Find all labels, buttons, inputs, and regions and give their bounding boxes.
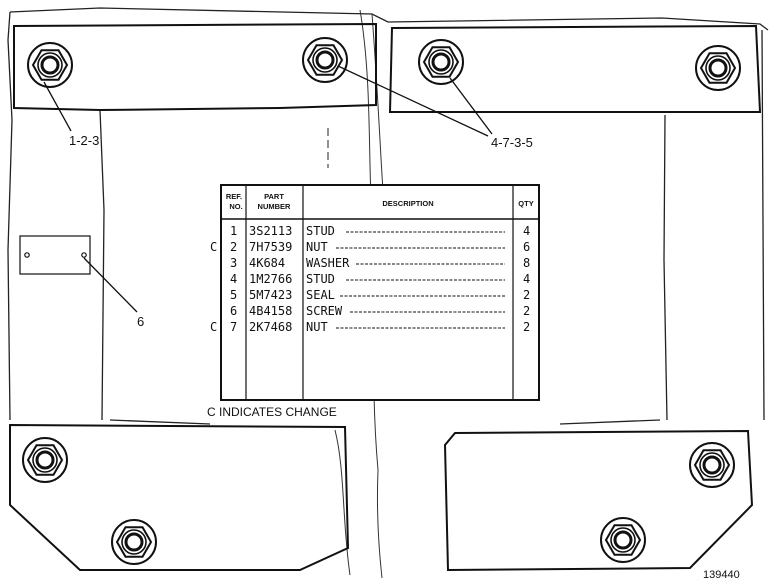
quantity: 4 bbox=[523, 272, 530, 286]
change-mark: C bbox=[210, 320, 217, 334]
description: SCREW bbox=[306, 304, 343, 318]
ref-number: 4 bbox=[230, 272, 237, 286]
header-part-1: PART bbox=[264, 192, 284, 201]
ref-number: 1 bbox=[230, 224, 237, 238]
quantity: 6 bbox=[523, 240, 530, 254]
header-description: DESCRIPTION bbox=[382, 199, 433, 208]
part-number: 5M7423 bbox=[249, 288, 292, 302]
description: SEAL bbox=[306, 288, 335, 302]
plate-upper-left bbox=[13, 22, 377, 112]
ref-number: 7 bbox=[230, 320, 237, 334]
description: NUT bbox=[306, 320, 328, 334]
table-row-4: 4 1M2766 STUD 4 bbox=[230, 272, 530, 286]
part-number: 7H7539 bbox=[249, 240, 292, 254]
table-row-2: C 2 7H7539 NUT 6 bbox=[210, 240, 530, 254]
change-note: C INDICATES CHANGE bbox=[207, 405, 337, 419]
header-ref-2: NO. bbox=[229, 202, 242, 211]
header-qty: QTY bbox=[518, 199, 533, 208]
leader-lines bbox=[43, 65, 493, 313]
ref-number: 2 bbox=[230, 240, 237, 254]
drawing-number: 139440 bbox=[703, 569, 740, 581]
quantity: 2 bbox=[523, 288, 530, 302]
ref-number: 5 bbox=[230, 288, 237, 302]
table-row-7: C 7 2K7468 NUT 2 bbox=[210, 320, 530, 334]
part-number: 3S2113 bbox=[249, 224, 292, 238]
description: STUD bbox=[306, 272, 335, 286]
table-row-1: 1 3S2113 STUD 4 bbox=[230, 224, 530, 238]
ref-number: 6 bbox=[230, 304, 237, 318]
quantity: 2 bbox=[523, 304, 530, 318]
table-row-3: 3 4K684 WASHER 8 bbox=[230, 256, 530, 270]
quantity: 4 bbox=[523, 224, 530, 238]
description: NUT bbox=[306, 240, 328, 254]
plate-lower-left bbox=[9, 423, 350, 571]
header-ref-1: REF. bbox=[226, 192, 242, 201]
identification-plate bbox=[19, 235, 91, 275]
quantity: 8 bbox=[523, 256, 530, 270]
table-row-6: 6 4B4158 SCREW 2 bbox=[230, 304, 530, 318]
frame-outline bbox=[7, 7, 769, 579]
callout-1-2-3: 1-2-3 bbox=[69, 133, 99, 148]
plate-lower-right bbox=[443, 429, 754, 572]
description: STUD bbox=[306, 224, 335, 238]
plate-upper-right bbox=[388, 24, 762, 113]
part-number: 4K684 bbox=[249, 256, 285, 270]
callout-4-7-3-5: 4-7-3-5 bbox=[491, 135, 533, 150]
change-mark: C bbox=[210, 240, 217, 254]
table-row-5: 5 5M7423 SEAL 2 bbox=[230, 288, 530, 302]
header-part-2: NUMBER bbox=[258, 202, 291, 211]
callout-6: 6 bbox=[137, 314, 144, 329]
part-number: 2K7468 bbox=[249, 320, 292, 334]
quantity: 2 bbox=[523, 320, 530, 334]
parts-table: REF. NO. PART NUMBER DESCRIPTION QTY 1 3… bbox=[210, 184, 540, 401]
part-number: 1M2766 bbox=[249, 272, 292, 286]
description: WASHER bbox=[306, 256, 350, 270]
ref-number: 3 bbox=[230, 256, 237, 270]
part-number: 4B4158 bbox=[249, 304, 292, 318]
